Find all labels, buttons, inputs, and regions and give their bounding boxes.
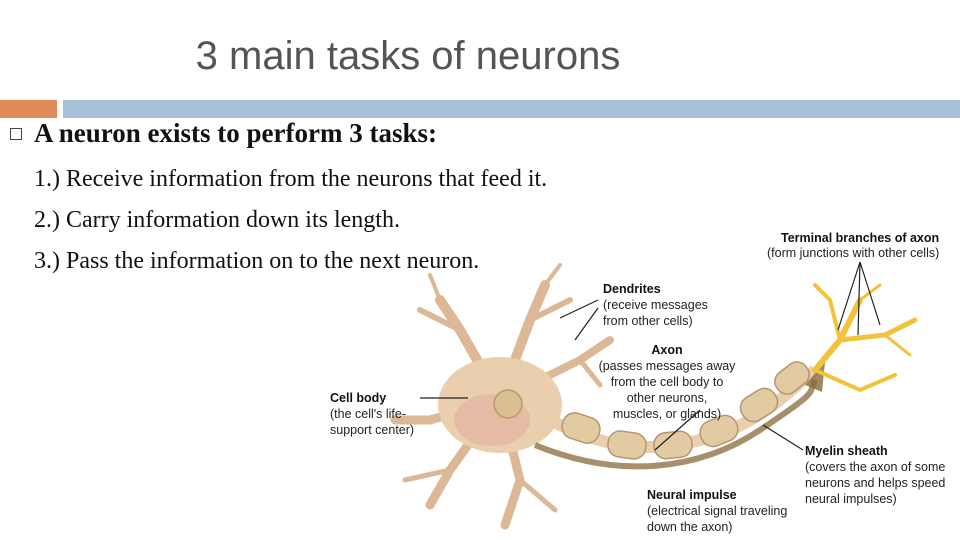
list-item: 2.) Carry information down its length. xyxy=(34,207,400,233)
terminal-branches xyxy=(812,283,918,393)
cell-body-desc: (the cell's life- xyxy=(330,407,406,421)
cell-body-desc: support center) xyxy=(330,423,414,437)
nucleus xyxy=(493,389,523,419)
neuron-diagram: Terminal branches of axon (form junction… xyxy=(330,231,945,534)
neural-impulse-desc: down the axon) xyxy=(647,520,732,534)
dendrites-desc: (receive messages xyxy=(603,298,708,312)
axon-desc: other neurons, xyxy=(627,391,708,405)
myelin-sheath-desc: neural impulses) xyxy=(805,492,897,506)
myelin-segments xyxy=(561,361,810,460)
terminal-branches-label: Terminal branches of axon xyxy=(781,231,939,245)
list-item: 3.) Pass the information on to the next … xyxy=(34,248,480,274)
accent-bar-orange xyxy=(0,100,57,118)
axon-desc: from the cell body to xyxy=(611,375,724,389)
myelin-sheath-desc: neurons and helps speed xyxy=(805,476,945,490)
axon-label: Axon xyxy=(651,343,682,357)
neural-impulse-label: Neural impulse xyxy=(647,488,737,502)
leader-lines xyxy=(420,261,881,451)
myelin-sheath-desc: (covers the axon of some xyxy=(805,460,945,474)
dendrites-desc: from other cells) xyxy=(603,314,693,328)
impulse-arrowhead xyxy=(805,362,825,392)
dendrites-label: Dendrites xyxy=(603,282,661,296)
neural-impulse-desc: (electrical signal traveling xyxy=(647,504,787,518)
terminal-branches-desc: (form junctions with other cells) xyxy=(767,246,939,260)
axon-desc: (passes messages away xyxy=(599,359,737,373)
slide-title: 3 main tasks of neurons xyxy=(195,34,621,78)
neural-impulse-arrow xyxy=(533,378,818,470)
list-item: 1.) Receive information from the neurons… xyxy=(34,166,548,192)
accent-bar-blue xyxy=(63,100,960,118)
myelin-sheath-label: Myelin sheath xyxy=(805,444,888,458)
cell-body-label: Cell body xyxy=(330,391,386,405)
slide-heading: A neuron exists to perform 3 tasks: xyxy=(34,118,437,148)
bullet-square-icon xyxy=(10,128,22,140)
axon-desc: muscles, or glands) xyxy=(613,407,721,421)
